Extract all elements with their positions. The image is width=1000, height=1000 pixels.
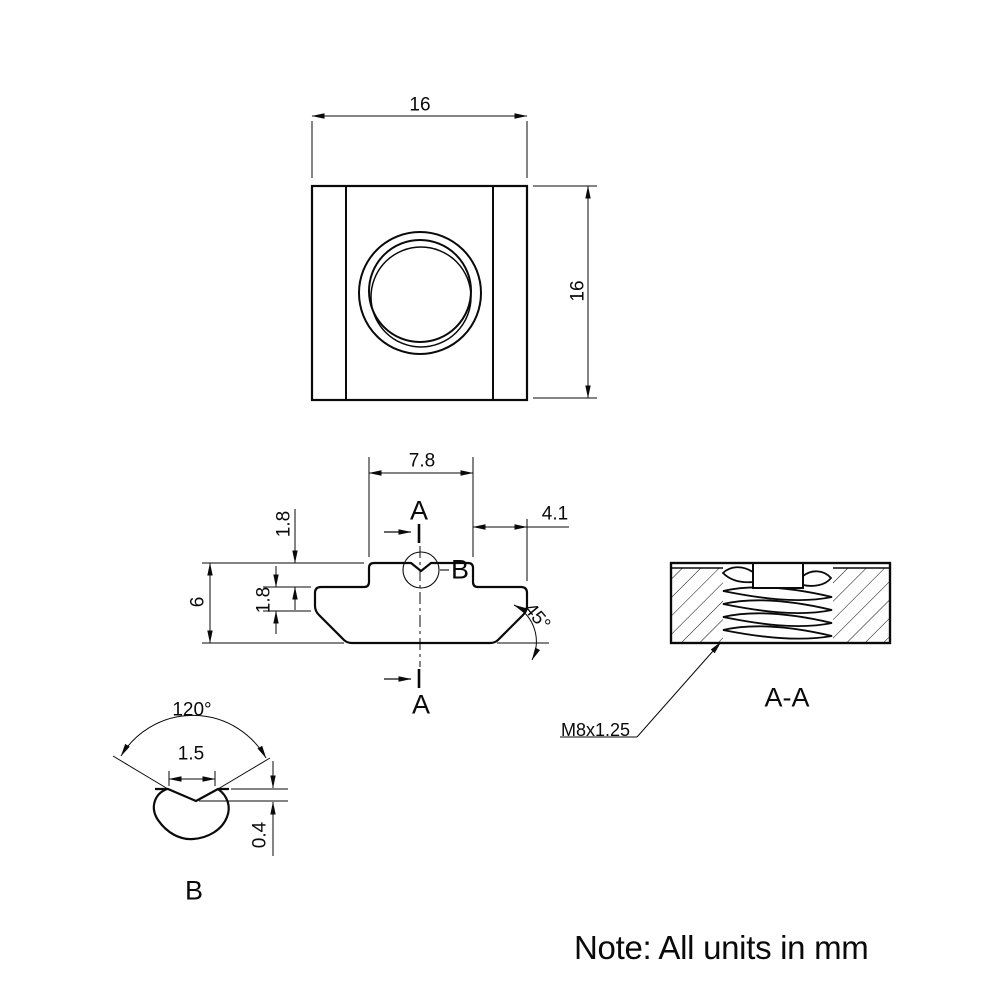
front-view [202, 457, 569, 688]
top-view-height-dimension [533, 185, 597, 399]
top-view-body-outline [310, 184, 529, 402]
thread-callout-leader [560, 641, 722, 738]
section-body-outline [669, 561, 892, 645]
front-view-dimensions [202, 457, 569, 661]
detail-blob-boundary [152, 787, 230, 841]
section-hatch-right [833, 568, 890, 643]
section-thread-turns [721, 566, 833, 640]
section-view [560, 561, 892, 738]
detail-notch-profile [155, 787, 229, 803]
front-view-profile-outline [313, 561, 529, 645]
top-view-width-dimension [311, 113, 528, 178]
section-hatch-left [671, 568, 723, 643]
detail-b-circle [402, 551, 440, 589]
top-view-chamfer-circle [358, 231, 482, 355]
section-top-slot [752, 563, 804, 589]
top-view [310, 113, 597, 402]
section-cut-marks [384, 524, 421, 688]
top-view-thread-helix-circle [370, 246, 472, 348]
detail-view [112, 714, 288, 856]
detail-dimensions [112, 714, 288, 856]
